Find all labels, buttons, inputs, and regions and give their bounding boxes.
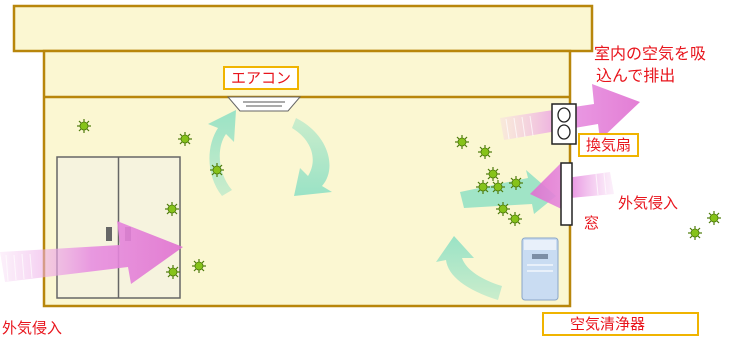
outside-air-label-left: 外気侵入: [2, 319, 63, 337]
circulation-arrow-right: [292, 118, 332, 196]
air-purifier-icon: [521, 237, 559, 301]
outside-air-label-right: 外気侵入: [618, 194, 679, 212]
purifier-label: 空気清浄器: [542, 312, 700, 336]
aircon-icon: [226, 96, 302, 112]
circulation-arrow-window: [460, 170, 556, 214]
fan-label: 換気扇: [578, 133, 640, 157]
aircon-label: エアコン: [223, 66, 300, 90]
fan-icon: [551, 103, 577, 145]
circulation-arrow-left: [208, 110, 236, 196]
window-label: 窓: [584, 214, 600, 232]
circulation-arrow-purifier: [436, 236, 502, 300]
window-icon: [560, 162, 573, 226]
outside-air-arrow-left: [0, 221, 183, 284]
fan-caption-line2: 込んで排出: [596, 66, 676, 85]
roof: [12, 4, 594, 53]
fan-caption-line1: 室内の空気を吸: [594, 44, 707, 63]
